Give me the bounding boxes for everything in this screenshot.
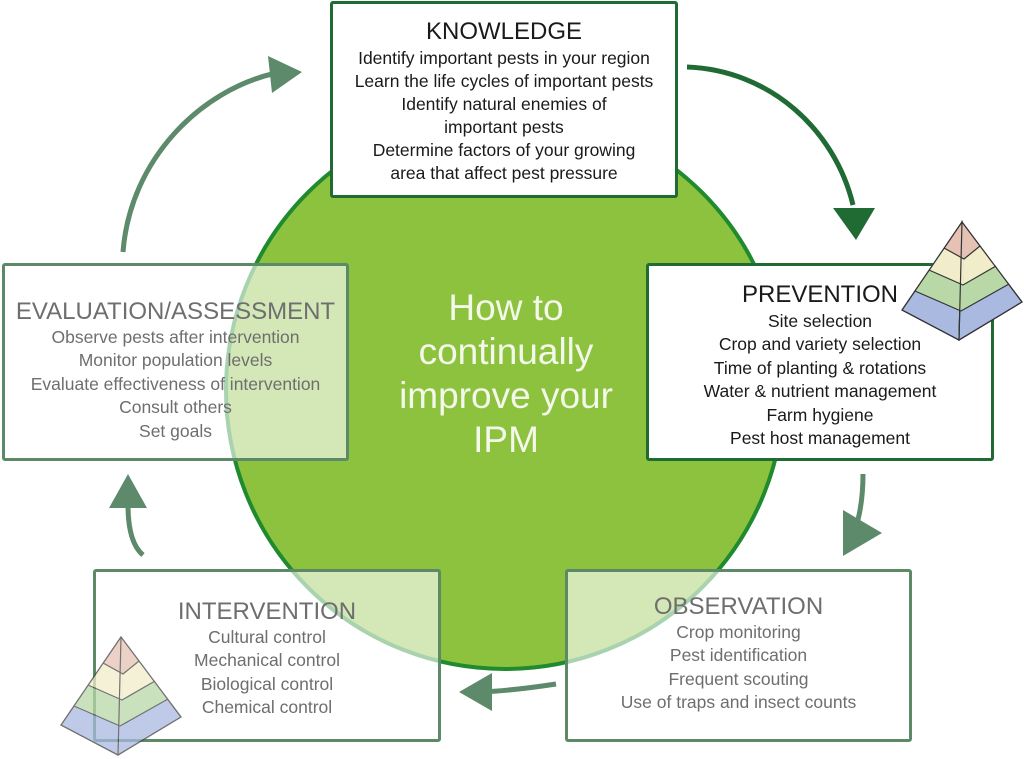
stage-item: Monitor population levels [78,350,273,371]
stage-item: Use of traps and insect counts [620,692,857,713]
center-title: How to continually improve your IPM [356,286,656,462]
arrow-observation-to-intervention [459,673,557,711]
stage-title: KNOWLEDGE [425,18,583,45]
stage-item: Frequent scouting [668,668,809,689]
stage-item: Set goals [139,420,212,441]
stage-item: Observe pests after intervention [51,326,300,347]
stage-item: Mechanical control [194,650,340,671]
stage-item: Pest identification [669,645,808,666]
center-title-line: How to [448,287,564,328]
stage-item: Identify natural enemies of [401,93,607,114]
center-title-line: improve your [399,375,613,416]
stage-item: Crop and variety selection [718,334,922,355]
stage-title: OBSERVATION [653,593,824,620]
stage-item: Evaluate effectiveness of intervention [30,373,321,394]
center-title-line: IPM [473,419,539,460]
arrow-knowledge-to-prevention [686,64,875,240]
stage-box-observation: OBSERVATION Crop monitoring Pest identif… [565,569,912,742]
stage-item: Pest host management [730,428,910,449]
stage-item: Learn the life cycles of important pests [354,70,654,91]
arrow-intervention-to-evaluation [109,474,147,557]
stage-item: Identify important pests in your region [358,47,650,68]
arrow-prevention-to-observation [843,473,882,556]
stage-item: Time of planting & rotations [713,357,927,378]
stage-item: Chemical control [201,697,333,718]
stage-box-knowledge: KNOWLEDGE Identify important pests in yo… [330,1,678,198]
arrow-evaluation-to-knowledge [120,56,302,253]
stage-title: EVALUATION/ASSESSMENT [15,298,336,325]
stage-title: INTERVENTION [177,598,357,625]
stage-title: PREVENTION [741,281,899,308]
stage-item: important pests [444,116,564,137]
stage-item: Cultural control [208,626,326,647]
stage-box-intervention: INTERVENTION Cultural control Mechanical… [93,569,441,742]
center-title-line: continually [418,331,594,372]
stage-item: Site selection [767,310,873,331]
stage-item: Biological control [200,673,334,694]
stage-item: Determine factors of your growing [372,139,636,160]
stage-box-prevention: PREVENTION Site selection Crop and varie… [646,263,994,461]
stage-item: Consult others [119,397,232,418]
stage-item: area that affect pest pressure [390,162,618,183]
stage-item: Water & nutrient management [703,381,937,402]
stage-box-evaluation: EVALUATION/ASSESSMENT Observe pests afte… [2,263,349,461]
stage-item: Farm hygiene [766,404,874,425]
stage-item: Crop monitoring [676,621,801,642]
